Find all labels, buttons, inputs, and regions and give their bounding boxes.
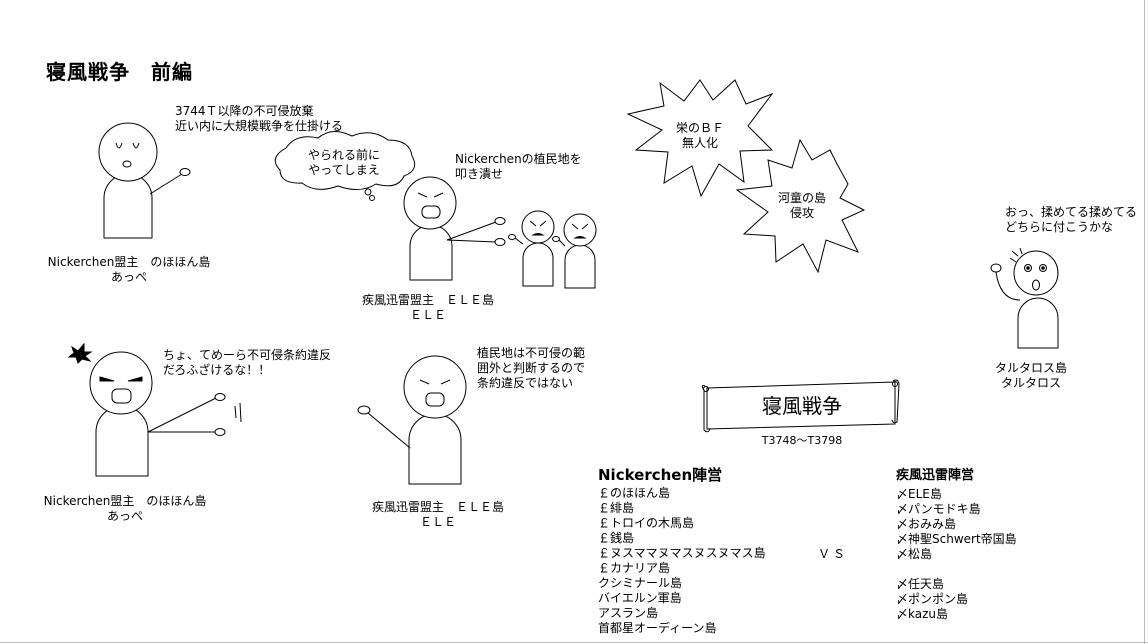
list-item: バイエルン軍島 [598,591,682,605]
leader-figure-commanding [403,176,506,281]
character-name: あっぺ [106,509,143,523]
faction-list-shippu: 疾風迅雷陣営 〆ELE島 〆パンモドキ島 〆おみみ島 〆神聖Schwert帝国島… [896,466,1017,622]
speech-line: 囲外と判断するので [477,361,586,375]
character-caption: 疾風迅雷盟主 ＥＬＥ島 [371,500,504,514]
speech-line: 条約違反ではない [477,376,574,390]
list-spacer [896,562,1017,577]
burst-shape-1 [626,79,774,198]
scroll-banner [701,379,900,433]
page-edge-bottom [0,642,1148,643]
list-item: ￡緋島 [598,501,635,515]
character-name: あっぺ [110,270,147,284]
character-caption: 疾風迅雷盟主 ＥＬＥ島 [361,293,494,307]
list-item: ￡トロイの木馬島 [598,516,695,530]
character-caption: Nickerchen盟主 のほほん島 [47,255,211,269]
list-item: 〆パンモドキ島 [896,502,981,516]
speech-line: 3744Ｔ以降の不可侵放棄 [175,104,314,118]
list-item: ￡ヌスママヌマスヌスヌマス島 [598,546,766,560]
speech-line: 叩き潰せ [455,167,504,181]
faction-list-nickerchen: Nickerchen陣営 ￡のほほん島 ￡緋島 ￡トロイの木馬島 ￡銭島 ￡ヌス… [598,465,766,636]
faction-header: Nickerchen陣営 [598,466,723,484]
burst-text: 栄のＢＦ [675,121,724,135]
thought-line: やってしまえ [308,163,380,177]
banner-period: T3748〜T3798 [761,434,843,447]
speech-line: Nickerchenの植民地を [455,152,582,166]
burst-text: 侵攻 [789,206,814,220]
list-item: ￡カナリア島 [598,561,671,575]
burst-shape-2 [735,138,866,274]
list-item: 〆ポンポン島 [896,592,969,606]
list-item: アスラン島 [598,606,659,620]
character-caption: Nickerchen盟主 のほほん島 [43,494,207,508]
list-item: 〆kazu島 [896,607,948,621]
character-name: ＥＬＥ [419,515,456,529]
burst-text: 河童の島 [777,191,826,205]
leader-figure-denying [357,355,467,485]
banner-label: 寝風戦争 [762,394,842,418]
speech-line: どちらに付こうかな [1005,220,1114,234]
observer-figure [990,247,1059,349]
list-item: 〆神聖Schwert帝国島 [896,532,1017,546]
list-item: 〆おみみ島 [896,517,957,531]
faction-header: 疾風迅雷陣営 [896,468,975,483]
list-item: 首都星オーディーン島 [598,621,717,635]
list-item: 〆ELE島 [896,487,942,501]
burst-text: 無人化 [681,136,718,150]
list-item: 〆任天島 [896,577,945,591]
speech-line: 植民地は不可侵の範 [477,346,586,360]
page-edge-right [1144,0,1145,644]
list-item: クシミナール島 [598,576,683,590]
speech-line: 近い内に大規模戦争を仕掛ける [175,119,344,133]
minion-figures [508,210,597,289]
speech-line: ちょ、てめーら不可侵条約違反 [163,348,332,362]
character-caption: タルタロス島 [994,361,1067,375]
character-name: タルタロス [1000,376,1061,390]
character-name: ＥＬＥ [409,308,446,322]
speech-line: おっ、揉めてる揉めてる [1005,205,1138,219]
list-item: ￡銭島 [598,531,635,545]
thought-cloud [274,131,416,201]
thought-line: やられる前に [307,148,380,162]
leader-figure-calm [98,122,191,239]
list-item: 〆松島 [896,547,933,561]
versus-label: ＶＳ [818,547,849,561]
leader-figure-furious [67,342,242,477]
list-item: ￡のほほん島 [598,486,671,500]
speech-line: だろふざけるな！！ [163,363,271,377]
page-title: 寝風戦争 前編 [46,60,193,84]
